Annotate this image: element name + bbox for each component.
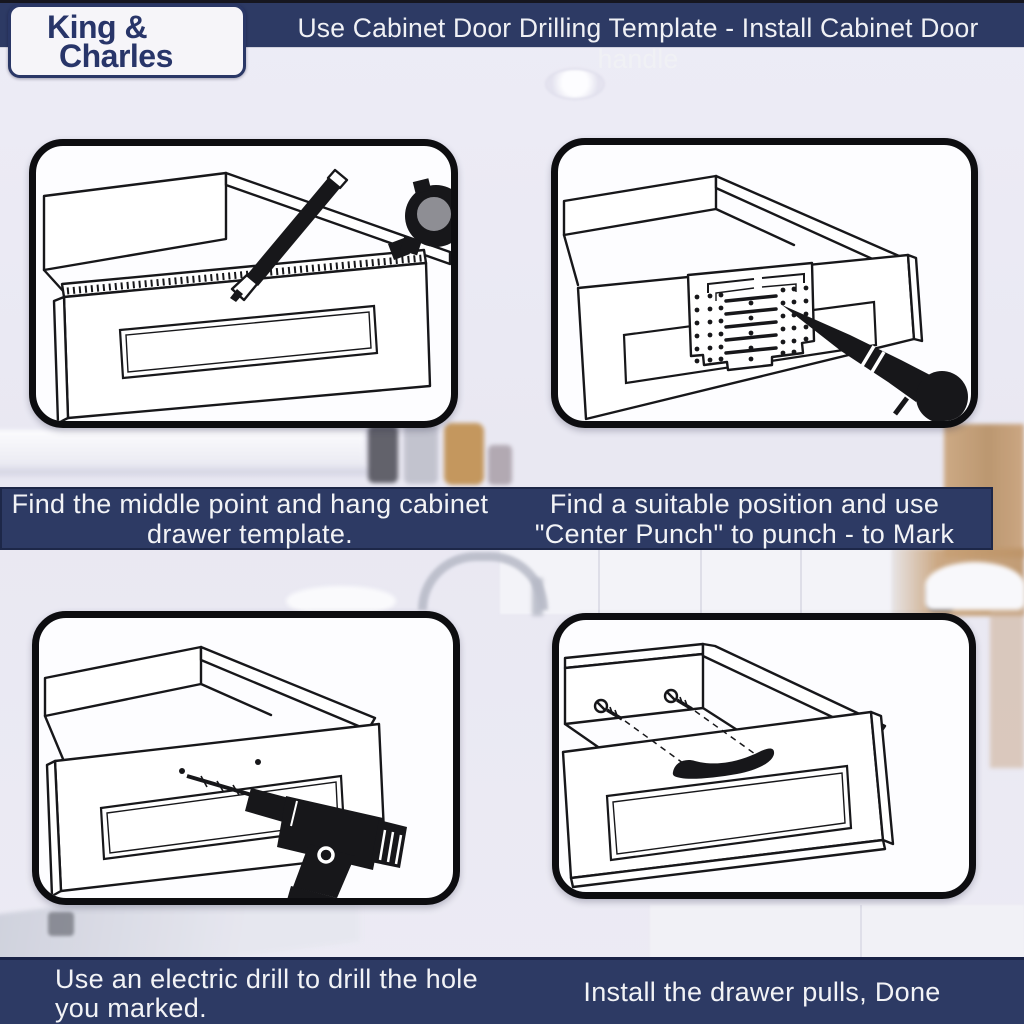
step1-caption: Find the middle point and hang cabinet d… — [2, 488, 498, 549]
step1-panel — [29, 139, 458, 428]
center-punch-icon — [782, 305, 968, 421]
screw-icon — [593, 698, 688, 767]
bg-cabinet-seam — [598, 548, 600, 614]
bg-bowl — [925, 562, 1024, 610]
step1-caption-line1: Find the middle point and hang cabinet — [11, 488, 489, 519]
step4-caption-line1: Install the drawer pulls, Done — [583, 976, 941, 1007]
bg-jar — [404, 424, 438, 484]
bg-cabinet-shelf — [0, 430, 364, 472]
step2-caption: Find a suitable position and use "Center… — [498, 488, 991, 549]
drawer-box-icon — [42, 171, 451, 294]
step2-illustration — [562, 174, 968, 421]
drill-mark-dot — [179, 759, 261, 774]
step4-panel — [552, 613, 976, 899]
screw-icon — [663, 688, 756, 755]
step3-illustration — [43, 645, 407, 898]
step4-caption: Install the drawer pulls, Done — [512, 960, 1012, 1024]
step3-caption: Use an electric drill to drill the hole … — [55, 965, 525, 1023]
drawer-box-icon — [562, 174, 908, 287]
bg-white-cabinets — [500, 548, 892, 614]
bg-cabinet-seam — [800, 548, 802, 614]
step2-caption-line1: Find a suitable position and use — [549, 488, 940, 519]
bg-wood-cabinet — [892, 548, 1024, 616]
pencil-icon — [230, 168, 349, 302]
step3-panel — [32, 611, 460, 905]
step4-illustration — [561, 642, 895, 889]
step1-illustration — [42, 168, 451, 421]
brand-logo: King & Charles — [8, 4, 246, 78]
step3-caption-line2: you marked. — [55, 993, 207, 1023]
bg-faucet — [418, 552, 548, 610]
bg-bottle — [928, 583, 954, 611]
bg-cabinet-seam — [700, 548, 702, 614]
page-title: Use Cabinet Door Drilling Template - Ins… — [297, 13, 979, 74]
bg-sink-tap — [48, 912, 74, 936]
caption-band-row2: Use an electric drill to drill the hole … — [0, 957, 1024, 1024]
drilling-template-icon — [686, 261, 816, 372]
bg-jar — [488, 445, 512, 485]
step2-panel — [551, 138, 978, 428]
caption-band-row1: Find the middle point and hang cabinet d… — [0, 487, 993, 550]
tape-measure-icon — [388, 178, 451, 260]
bg-tiles — [650, 905, 1024, 958]
bg-wood-cabinet — [990, 608, 1024, 768]
step1-caption-line2: drawer template. — [147, 518, 353, 549]
brand-name-line1: King & — [47, 9, 148, 45]
step3-caption-line1: Use an electric drill to drill the hole — [55, 964, 478, 994]
drawer-front-icon — [52, 261, 432, 421]
electric-drill-icon — [186, 774, 407, 898]
bg-tile-seam — [860, 905, 862, 958]
step2-caption-line2: "Center Punch" to punch - to Mark — [534, 518, 955, 549]
bg-jar — [444, 423, 484, 485]
bg-shelf-shadow — [0, 468, 372, 476]
brand-name-line2: Charles — [59, 38, 173, 74]
drawer-front-icon — [561, 710, 895, 889]
bg-jar — [368, 425, 398, 483]
bg-faucet-spout — [532, 578, 543, 616]
drawer-pull-icon — [672, 748, 775, 779]
